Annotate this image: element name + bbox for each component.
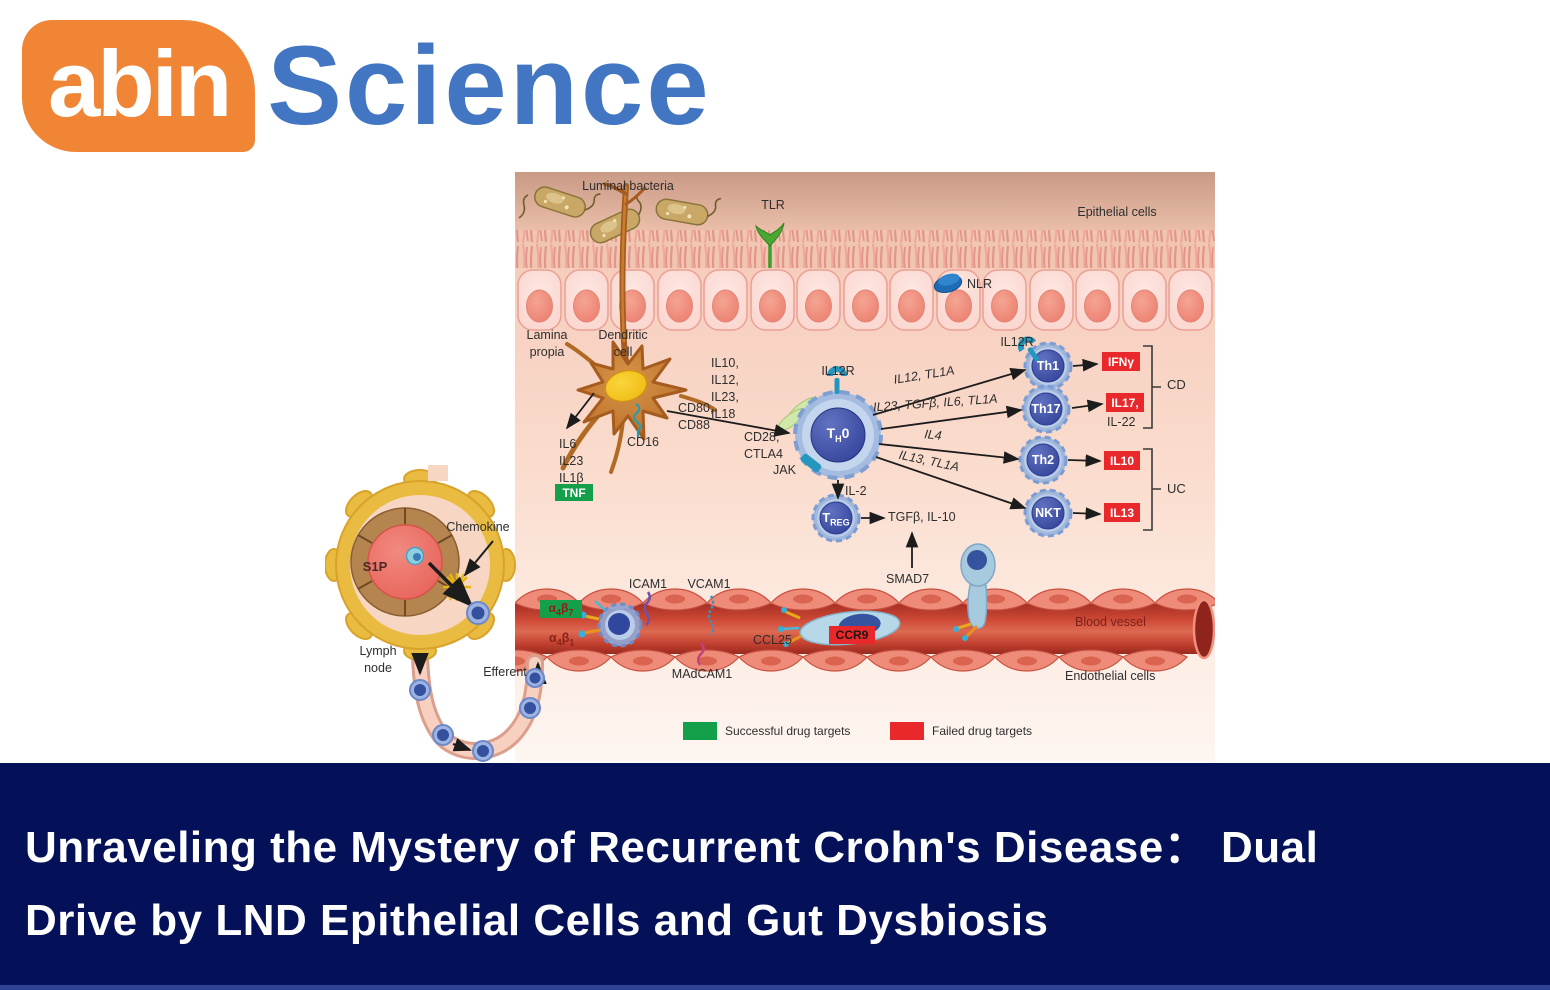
lymph-node-section: S1P Chemokine Lymph node Efferent (325, 465, 565, 775)
diagram-graphics (515, 172, 1215, 762)
tnf-target-badge: TNF (555, 484, 593, 501)
vessel-opening (1192, 598, 1215, 660)
dendritic-cell-label: Dendritic cell (598, 328, 648, 359)
blood-vessel-label: Blood vessel (1075, 615, 1146, 629)
chemokine-label: Chemokine (446, 520, 510, 534)
dc-to-th0-cytokines-label: IL10, IL12, IL23, IL18 (711, 356, 739, 421)
microvilli-band (515, 230, 1215, 270)
a4b7-target-badge: α4β7 (540, 600, 582, 618)
circulating-lymphocytes (409, 668, 545, 762)
th1-cell-label: Th1 (1036, 359, 1060, 373)
cd-uc-brackets (1143, 345, 1161, 531)
failed-target-legend-label: Failed drug targets (932, 724, 1033, 738)
il13-target-badge: IL13 (1104, 503, 1140, 522)
treg-cell-label: TREG (822, 511, 850, 528)
article-title-line2: Drive by LND Epithelial Cells and Gut Dy… (25, 896, 1049, 945)
tgfb-il10-label: TGFβ, IL-10 (888, 510, 956, 524)
tlr-label: TLR (761, 198, 785, 212)
egressing-lymphocyte (466, 601, 490, 625)
article-title-line1: Unraveling the Mystery of Recurrent Croh… (25, 823, 1319, 872)
il22-label: IL-22 (1107, 415, 1136, 429)
a4b1-label: α4β1 (549, 631, 575, 648)
logo-abin-mark: abin (22, 20, 256, 152)
icam1-molecule-icon (643, 591, 651, 626)
lymph-node-label: Lymph node (359, 644, 397, 675)
madcam1-molecule-icon (697, 642, 705, 666)
endothelial-cells-label: Endothelial cells (1065, 669, 1156, 683)
il12r-th0-label: IL12R (821, 364, 855, 378)
th0-cell (776, 366, 883, 480)
il10-target-badge: IL10 (1104, 451, 1140, 470)
pathway-arrows (565, 358, 1104, 568)
title-banner: Unraveling the Mystery of Recurrent Croh… (0, 763, 1550, 990)
logo-science-text: Science (267, 23, 712, 148)
abinscience-logo: abin Science (22, 20, 712, 152)
ifng-target-badge: IFNγ (1102, 352, 1140, 371)
th17-cell-label: Th17 (1031, 402, 1061, 416)
germinal-centre (350, 507, 460, 617)
cd16-receptor-icon (632, 403, 642, 437)
nlr-label: NLR (967, 277, 993, 291)
chemokine-cell-icon (443, 573, 471, 601)
afferent-stem (428, 465, 448, 481)
uc-disease-label: UC (1167, 481, 1186, 496)
il17-target-badge: IL17, (1106, 393, 1144, 412)
tcr-icon (800, 453, 822, 473)
madcam1-label: MAdCAM1 (671, 667, 733, 681)
jak-label: JAK (773, 463, 796, 477)
th2-cell-label: Th2 (1031, 453, 1055, 467)
tlr-icon (755, 222, 785, 268)
th0-cell-label: TH0 (826, 425, 850, 444)
smad7-label: SMAD7 (886, 572, 930, 586)
lymph-node-graphics (325, 465, 547, 762)
icam1-label: ICAM1 (628, 577, 668, 591)
cd-disease-label: CD (1167, 377, 1186, 392)
ccl25-label: CCL25 (753, 633, 792, 647)
cd28-ctla4-label: CD28, CTLA4 (744, 430, 783, 461)
ccr9-target-badge: CCR9 (829, 626, 875, 644)
lamina-propria-label: Lamina propia (526, 328, 568, 359)
cd80-cd88-label: CD80, CD88 (678, 401, 714, 432)
s1p-cell-icon (405, 546, 425, 566)
dc-secreted-cytokines-label: IL6 IL23 IL1β (559, 437, 584, 485)
transmigrating-cell (953, 543, 996, 641)
vcam1-label: VCAM1 (687, 577, 731, 591)
crohns-pathway-diagram: Luminal bacteria TLR Epithelial cells NL… (515, 172, 1215, 762)
successful-target-legend-label: Successful drug targets (725, 724, 851, 738)
cd16-label: CD16 (627, 435, 659, 449)
luminal-bacteria-icons (518, 174, 722, 247)
epithelial-cells-label: Epithelial cells (1077, 205, 1157, 219)
il2-label: IL-2 (845, 484, 867, 498)
s1p-label: S1P (362, 559, 388, 574)
nkt-cell-label: NKT (1035, 506, 1061, 520)
luminal-bacteria-label: Luminal bacteria (582, 179, 674, 193)
dendritic-cell (560, 340, 717, 474)
il12r-th1-label: IL12R (1000, 335, 1034, 349)
rolling-lymphocyte (578, 600, 643, 648)
efferent-label: Efferent (483, 665, 527, 679)
vcam1-molecule-icon (707, 595, 715, 636)
successful-target-swatch (683, 722, 717, 740)
failed-target-swatch (890, 722, 924, 740)
nlr-icon (933, 273, 963, 294)
